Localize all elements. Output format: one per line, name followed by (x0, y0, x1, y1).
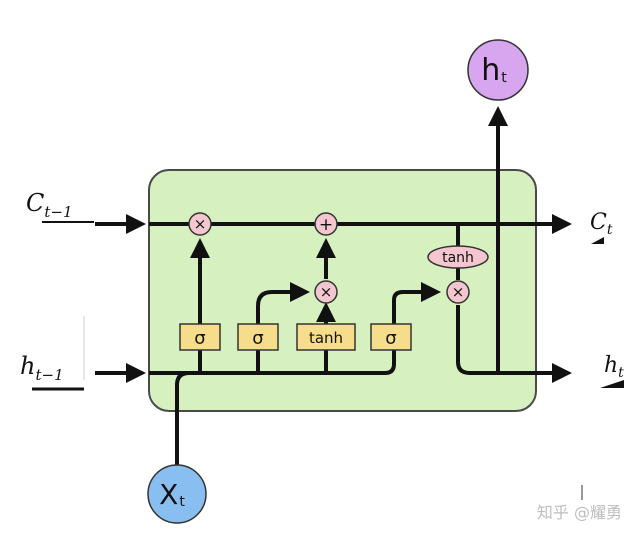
watermark: 知乎 @耀勇 (537, 503, 622, 522)
cell-tanh-op: tanh (427, 245, 489, 269)
add-label: + (319, 215, 333, 235)
forget-multiply-op: × (188, 212, 212, 236)
output-multiply-label: × (452, 283, 465, 301)
output-multiply-op: × (446, 280, 470, 304)
output-gate-label: σ (385, 328, 396, 349)
x-input-label: Xt (159, 478, 185, 511)
cell-state-out-mark (591, 237, 604, 244)
output-gate: σ (370, 323, 412, 351)
cell-state-out-label: Ct (590, 210, 613, 238)
forget-multiply-label: × (194, 215, 207, 233)
forget-gate: σ (179, 323, 221, 351)
hidden-in-label: ht−1 (20, 352, 64, 384)
hidden-out-label: ht (604, 353, 624, 381)
cell-state-in-label: Ct−1 (26, 189, 73, 221)
candidate-gate: tanh (296, 323, 356, 351)
input-gate: σ (237, 323, 279, 351)
hidden-output-node: ht (467, 39, 529, 101)
input-multiply-label: × (320, 283, 333, 301)
input-gate-line (256, 282, 310, 373)
forget-gate-label: σ (194, 328, 205, 349)
input-multiply-op: × (314, 280, 338, 304)
hidden-output-top-label: ht (481, 53, 507, 88)
cell-tanh-label: tanh (442, 250, 474, 266)
input-gate-label: σ (252, 328, 263, 349)
x-input-line (175, 371, 190, 466)
candidate-gate-label: tanh (309, 329, 343, 347)
add-op: + (314, 212, 338, 236)
x-input-node: Xt (147, 464, 207, 524)
hidden-out-line (456, 305, 572, 383)
hidden-out-mark (600, 380, 624, 388)
